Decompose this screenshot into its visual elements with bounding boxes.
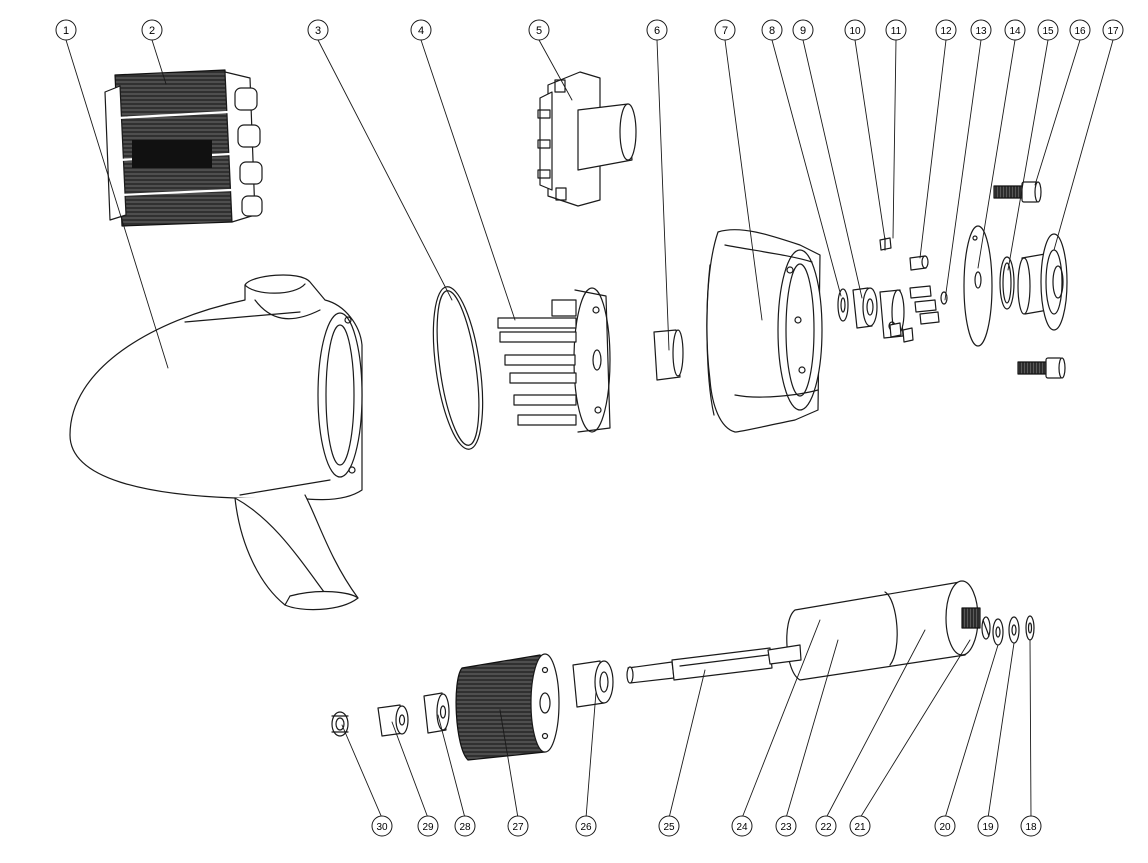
callout-21: 21 xyxy=(849,815,871,837)
part-4-pin-plate xyxy=(497,287,611,433)
callout-7: 7 xyxy=(714,19,736,41)
callout-8: 8 xyxy=(761,19,783,41)
callout-14: 14 xyxy=(1004,19,1026,41)
callout-16-label: 16 xyxy=(1074,26,1086,37)
callout-30: 30 xyxy=(371,815,393,837)
callout-22-label: 22 xyxy=(820,822,832,833)
part-27-magnet-rotor xyxy=(455,653,560,761)
callout-15: 15 xyxy=(1037,19,1059,41)
callout-12: 12 xyxy=(935,19,957,41)
callout-3: 3 xyxy=(307,19,329,41)
part-7-end-cap xyxy=(706,229,823,433)
callout-26: 26 xyxy=(575,815,597,837)
part-12-pin xyxy=(909,255,929,271)
callout-9-label: 9 xyxy=(800,25,806,37)
part-29-bushing xyxy=(377,704,409,737)
callout-4: 4 xyxy=(410,19,432,41)
callout-28-label: 28 xyxy=(459,822,471,833)
callout-1: 1 xyxy=(55,19,77,41)
callout-19: 19 xyxy=(977,815,999,837)
leader-lines xyxy=(65,39,1114,819)
callout-13: 13 xyxy=(970,19,992,41)
part-25-shaft xyxy=(626,644,802,684)
part-5-brush-holder xyxy=(537,71,637,207)
callout-12-label: 12 xyxy=(940,26,952,37)
callout-23-label: 23 xyxy=(780,822,792,833)
callout-25-label: 25 xyxy=(663,822,675,833)
callout-18-label: 18 xyxy=(1025,822,1037,833)
part-20-nut xyxy=(992,618,1004,646)
callout-28: 28 xyxy=(454,815,476,837)
callout-4-label: 4 xyxy=(418,25,424,37)
callout-24: 24 xyxy=(731,815,753,837)
callout-11-label: 11 xyxy=(891,26,902,37)
callout-5: 5 xyxy=(528,19,550,41)
part-3-o-ring xyxy=(432,286,484,450)
part-6-bushing xyxy=(653,329,684,381)
callout-21-label: 21 xyxy=(854,822,866,833)
callout-22: 22 xyxy=(815,815,837,837)
part-28-bushing xyxy=(423,692,450,734)
callout-10: 10 xyxy=(844,19,866,41)
callout-15-label: 15 xyxy=(1042,26,1054,37)
callout-5-label: 5 xyxy=(536,25,542,37)
callout-29: 29 xyxy=(417,815,439,837)
callout-23: 23 xyxy=(775,815,797,837)
part-15-thin-ring xyxy=(999,256,1015,310)
part-18-washer xyxy=(1025,615,1035,641)
callout-17-label: 17 xyxy=(1107,26,1119,37)
callout-3-label: 3 xyxy=(315,25,321,37)
callout-30-label: 30 xyxy=(376,822,388,833)
callout-18: 18 xyxy=(1020,815,1042,837)
part-19-washer xyxy=(1008,616,1020,644)
callout-26-label: 26 xyxy=(580,822,592,833)
callout-1-label: 1 xyxy=(63,25,69,37)
part-9-bearing xyxy=(852,287,878,329)
part-8-washer xyxy=(837,288,849,322)
part-16-cap-screws xyxy=(993,181,1066,379)
callout-6-label: 6 xyxy=(654,25,660,37)
callout-2-label: 2 xyxy=(149,25,155,37)
callout-19-label: 19 xyxy=(982,822,994,833)
callout-16: 16 xyxy=(1069,19,1091,41)
callout-20: 20 xyxy=(934,815,956,837)
part-2-stator-coils xyxy=(104,69,263,227)
callout-11: 11 xyxy=(885,19,907,41)
callout-7-label: 7 xyxy=(722,25,728,37)
callout-8-label: 8 xyxy=(769,25,775,37)
part-11-small-screw xyxy=(879,237,914,343)
callout-10-label: 10 xyxy=(849,26,861,37)
callout-6: 6 xyxy=(646,19,668,41)
part-14-flange-plate xyxy=(963,225,993,347)
callout-17: 17 xyxy=(1102,19,1124,41)
callout-2: 2 xyxy=(141,19,163,41)
part-26-spacer xyxy=(572,660,614,708)
part-17-flanged-hub xyxy=(1017,233,1068,331)
callouts: 1 2 3 4 5 6 7 8 9 10 11 12 13 14 15 16 1… xyxy=(55,19,1124,837)
callout-29-label: 29 xyxy=(422,822,434,833)
callout-27: 27 xyxy=(507,815,529,837)
part-13-screws xyxy=(909,285,948,325)
callout-9: 9 xyxy=(792,19,814,41)
part-1-housing xyxy=(69,274,363,611)
callout-14-label: 14 xyxy=(1009,26,1021,37)
callout-13-label: 13 xyxy=(975,26,987,37)
callout-27-label: 27 xyxy=(512,822,524,833)
callout-24-label: 24 xyxy=(736,822,748,833)
callout-20-label: 20 xyxy=(939,822,951,833)
callout-25: 25 xyxy=(658,815,680,837)
part-21-lock-washer xyxy=(981,616,991,640)
